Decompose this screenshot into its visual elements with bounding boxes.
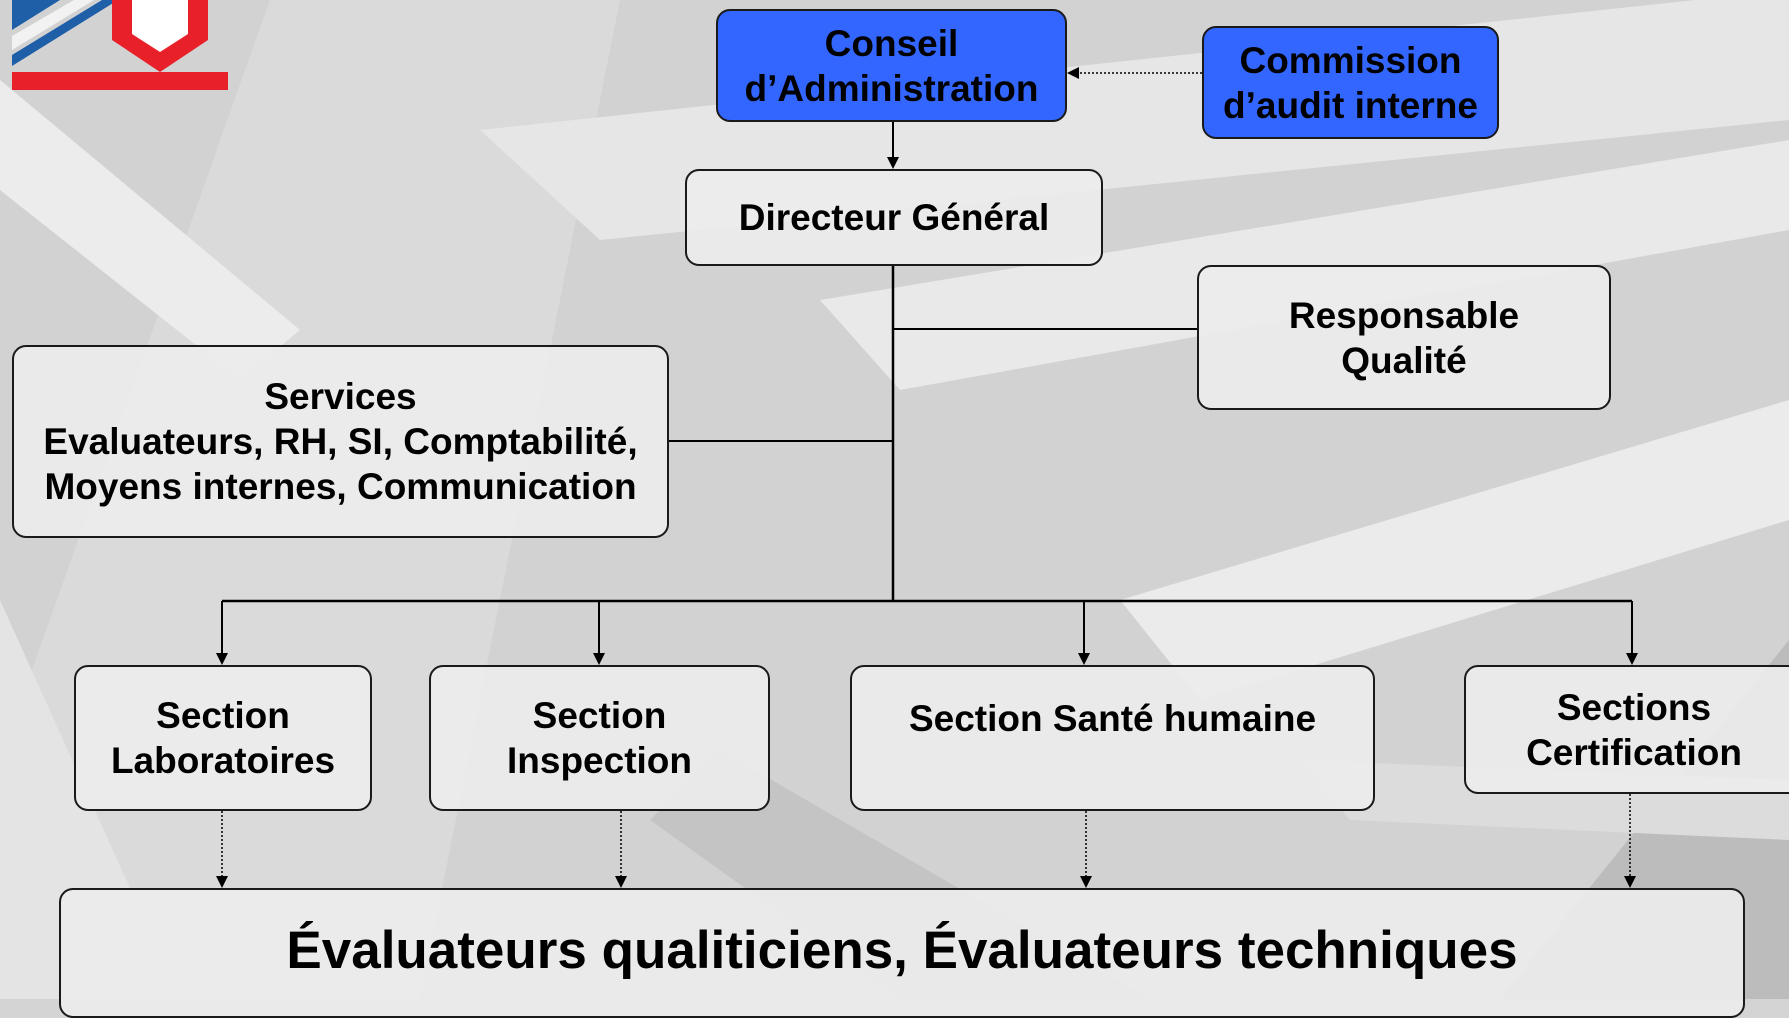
conseil-administration-box: Conseil d’Administration	[716, 9, 1067, 122]
section-sante-humaine-box: Section Santé humaine	[850, 665, 1375, 811]
section-inspection-box: Section Inspection	[429, 665, 770, 811]
commission-audit-box: Commission d’audit interne	[1202, 26, 1499, 139]
section-laboratoires-label: Section Laboratoires	[110, 695, 336, 781]
section-sante-humaine-label: Section Santé humaine	[908, 698, 1317, 739]
directeur-general-label: Directeur Général	[738, 197, 1050, 238]
commission-audit-label: Commission d’audit interne	[1223, 39, 1478, 126]
directeur-general-box: Directeur Général	[685, 169, 1103, 266]
conseil-administration-label: Conseil d’Administration	[744, 22, 1039, 109]
section-laboratoires-box: Section Laboratoires	[74, 665, 372, 811]
sections-certification-label: Sections Certification	[1526, 686, 1742, 773]
responsable-qualite-label: Responsable Qualité	[1288, 294, 1520, 381]
section-inspection-label: Section Inspection	[506, 695, 693, 781]
sections-certification-box: Sections Certification	[1464, 665, 1789, 794]
evaluateurs-box: Évaluateurs qualiticiens, Évaluateurs te…	[59, 888, 1745, 1018]
services-label: Services Evaluateurs, RH, SI, Comptabili…	[43, 376, 638, 507]
logo-icon	[12, 0, 228, 90]
services-box: Services Evaluateurs, RH, SI, Comptabili…	[12, 345, 669, 538]
evaluateurs-label: Évaluateurs qualiticiens, Évaluateurs te…	[286, 921, 1518, 980]
responsable-qualite-box: Responsable Qualité	[1197, 265, 1611, 410]
